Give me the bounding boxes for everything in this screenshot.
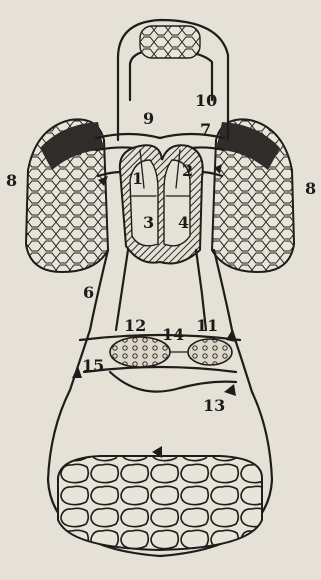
label-12: 12 [124,316,146,335]
organ-11 [188,339,232,365]
label-15: 15 [82,356,104,375]
body-capillary-bed [58,456,262,550]
label-4: 4 [178,213,189,232]
left-lung [26,119,108,272]
label-1: 1 [132,169,143,188]
label-3: 3 [143,213,154,232]
arrow-13 [224,384,236,396]
label-10: 10 [195,91,217,110]
label-8-left: 8 [6,171,17,190]
label-13: 13 [203,396,225,415]
head-circulation [118,20,228,100]
right-lung [212,119,294,272]
label-8-right: 8 [305,179,316,198]
label-6: 6 [83,283,94,302]
label-14: 14 [162,325,184,344]
head-capillary-bed [140,26,200,58]
label-9: 9 [143,109,154,128]
label-2: 2 [182,161,193,180]
label-11: 11 [196,316,218,335]
label-7: 7 [200,120,211,139]
organ-12 [110,337,170,367]
